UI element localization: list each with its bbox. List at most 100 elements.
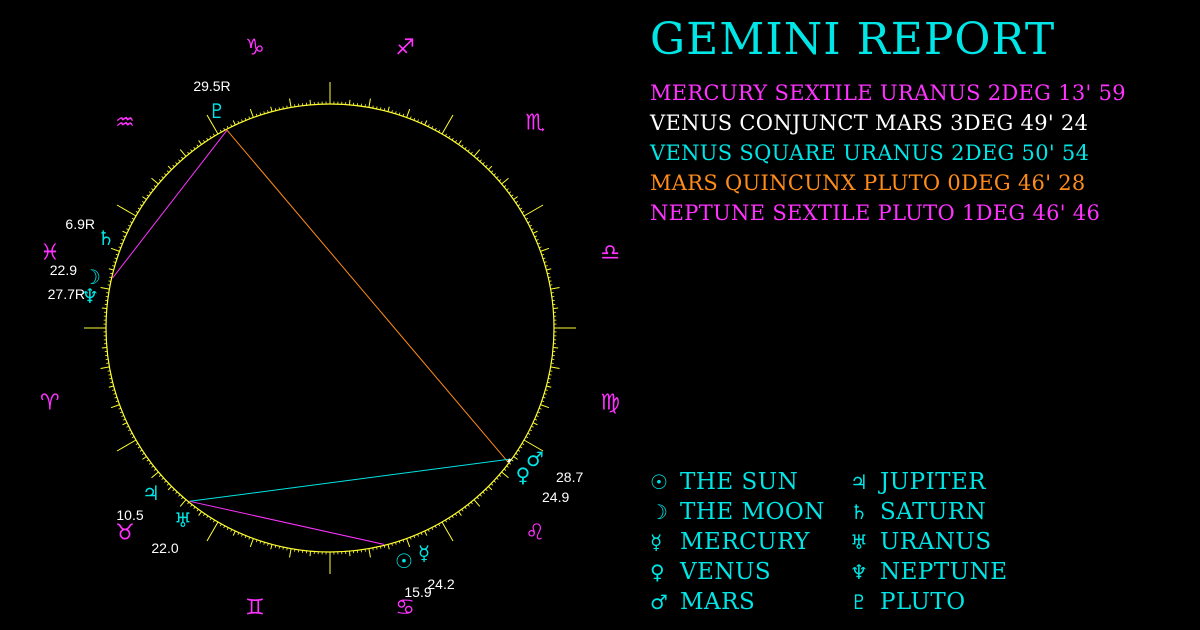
degree-tick bbox=[383, 545, 386, 548]
degree-tick bbox=[255, 113, 258, 117]
degree-tick bbox=[108, 374, 111, 376]
aquarius-sign-icon: ♒ bbox=[115, 110, 135, 135]
degree-tick bbox=[376, 106, 378, 109]
degree-tick bbox=[547, 272, 550, 275]
venus-icon: ♀ bbox=[650, 560, 665, 584]
degree-tick bbox=[485, 164, 488, 168]
degree-tick bbox=[219, 129, 222, 133]
degree-tick bbox=[230, 124, 233, 127]
degree-tick bbox=[531, 228, 534, 231]
degree-tick bbox=[409, 116, 412, 120]
degree-tick bbox=[119, 242, 123, 245]
degree-tick bbox=[121, 239, 124, 241]
legend-label: THE SUN bbox=[680, 469, 799, 495]
degree-tick bbox=[131, 217, 135, 220]
gemini-sign-icon: ♊ bbox=[245, 596, 265, 621]
degree-tick bbox=[510, 194, 514, 197]
neptune-icon: ♆ bbox=[850, 560, 868, 584]
degree-tick bbox=[237, 120, 240, 124]
degree-tick bbox=[128, 429, 131, 432]
degree-tick bbox=[542, 396, 546, 399]
scorpio-sign-icon: ♏ bbox=[525, 110, 545, 135]
degree-tick bbox=[376, 547, 378, 550]
degree-tick bbox=[420, 120, 423, 124]
degree-tick bbox=[151, 177, 159, 185]
degree-tick bbox=[206, 521, 219, 542]
degree-tick bbox=[203, 513, 206, 517]
aspect-item: VENUS SQUARE URANUS 2DEG 50' 54 bbox=[650, 138, 1126, 168]
aspect-item: MERCURY SEXTILE URANUS 2DEG 13' 59 bbox=[650, 78, 1126, 108]
degree-tick bbox=[148, 462, 152, 465]
degree-tick bbox=[274, 108, 277, 111]
degree-tick bbox=[488, 165, 493, 170]
degree-tick bbox=[441, 521, 454, 542]
aspect-text: MARS QUINCUNX PLUTO 0DEG 46' 28 bbox=[650, 171, 1086, 195]
degree-tick bbox=[431, 126, 434, 129]
degree-tick bbox=[482, 491, 485, 494]
degree-tick bbox=[525, 436, 529, 439]
degree-tick bbox=[544, 393, 547, 395]
degree-tick bbox=[241, 119, 243, 122]
degree-tick bbox=[525, 217, 529, 220]
planet-legend-left: ☉THE SUN ☽THE MOON ☿MERCURY ♀VENUS ♂MARS bbox=[650, 467, 825, 617]
degree-tick bbox=[259, 540, 262, 544]
degree-tick bbox=[122, 422, 128, 426]
degree-tick bbox=[187, 501, 190, 505]
sign-glyphs: ♑♐♏♎♍♌♋♊♉♈♓♒ bbox=[40, 35, 620, 620]
degree-tick bbox=[406, 108, 411, 118]
zodiac-wheel-circle bbox=[105, 103, 555, 553]
degree-tick bbox=[513, 456, 518, 460]
natal-chart-wheel: ♑♐♏♎♍♌♋♊♉♈♓♒ ♇29.5R♄6.9R☽22.9♆27.7R♃10.5… bbox=[40, 35, 620, 620]
degree-tick bbox=[458, 140, 462, 145]
degree-tick bbox=[193, 506, 196, 510]
legend-item: ♄SATURN bbox=[850, 497, 1008, 527]
degree-tick bbox=[270, 106, 273, 112]
degree-tick bbox=[198, 511, 202, 516]
degree-tick bbox=[431, 527, 434, 530]
degree-tick bbox=[137, 446, 141, 449]
degree-tick bbox=[146, 459, 150, 462]
degree-tick bbox=[493, 173, 496, 176]
legend-item: ☽THE MOON bbox=[650, 497, 825, 527]
degree-tick bbox=[409, 536, 412, 540]
degree-tick bbox=[179, 149, 187, 157]
degree-tick bbox=[131, 436, 135, 439]
degree-tick bbox=[537, 411, 541, 414]
degree-tick bbox=[548, 276, 551, 279]
degree-tick bbox=[413, 117, 416, 121]
degree-tick bbox=[467, 149, 470, 152]
degree-tick bbox=[391, 543, 393, 546]
degree-tick bbox=[485, 488, 488, 492]
degree-tick bbox=[172, 164, 175, 168]
degree-tick bbox=[550, 366, 560, 369]
legend-label: MARS bbox=[680, 589, 756, 615]
degree-tick bbox=[540, 247, 550, 252]
degree-tick bbox=[546, 385, 552, 388]
saturn-degree-label: 6.9R bbox=[65, 216, 95, 232]
legend-item: ☿MERCURY bbox=[650, 527, 825, 557]
degree-tick bbox=[139, 204, 143, 207]
degree-tick bbox=[470, 501, 473, 505]
degree-tick bbox=[547, 381, 550, 384]
degree-tick bbox=[438, 129, 441, 133]
degree-tick bbox=[110, 272, 113, 275]
degree-tick bbox=[206, 515, 209, 519]
aspect-line bbox=[226, 129, 509, 463]
degree-tick bbox=[527, 221, 531, 224]
degree-tick bbox=[424, 120, 428, 126]
degree-tick bbox=[521, 443, 525, 445]
degree-tick bbox=[213, 519, 215, 523]
degree-tick bbox=[445, 133, 447, 137]
degree-tick bbox=[278, 546, 281, 549]
degree-tick bbox=[274, 545, 277, 548]
legend-item: ♆NEPTUNE bbox=[850, 557, 1008, 587]
moon-degree-label: 22.9 bbox=[50, 262, 77, 278]
degree-tick bbox=[116, 439, 137, 452]
venus-icon: ♀ bbox=[516, 463, 531, 487]
mars-degree-label: 28.7 bbox=[556, 469, 583, 485]
jupiter-degree-label: 10.5 bbox=[116, 507, 143, 523]
legend-label: MERCURY bbox=[680, 529, 810, 555]
degree-tick bbox=[206, 137, 209, 141]
sun-icon: ☉ bbox=[650, 470, 668, 494]
legend-label: VENUS bbox=[680, 559, 772, 585]
